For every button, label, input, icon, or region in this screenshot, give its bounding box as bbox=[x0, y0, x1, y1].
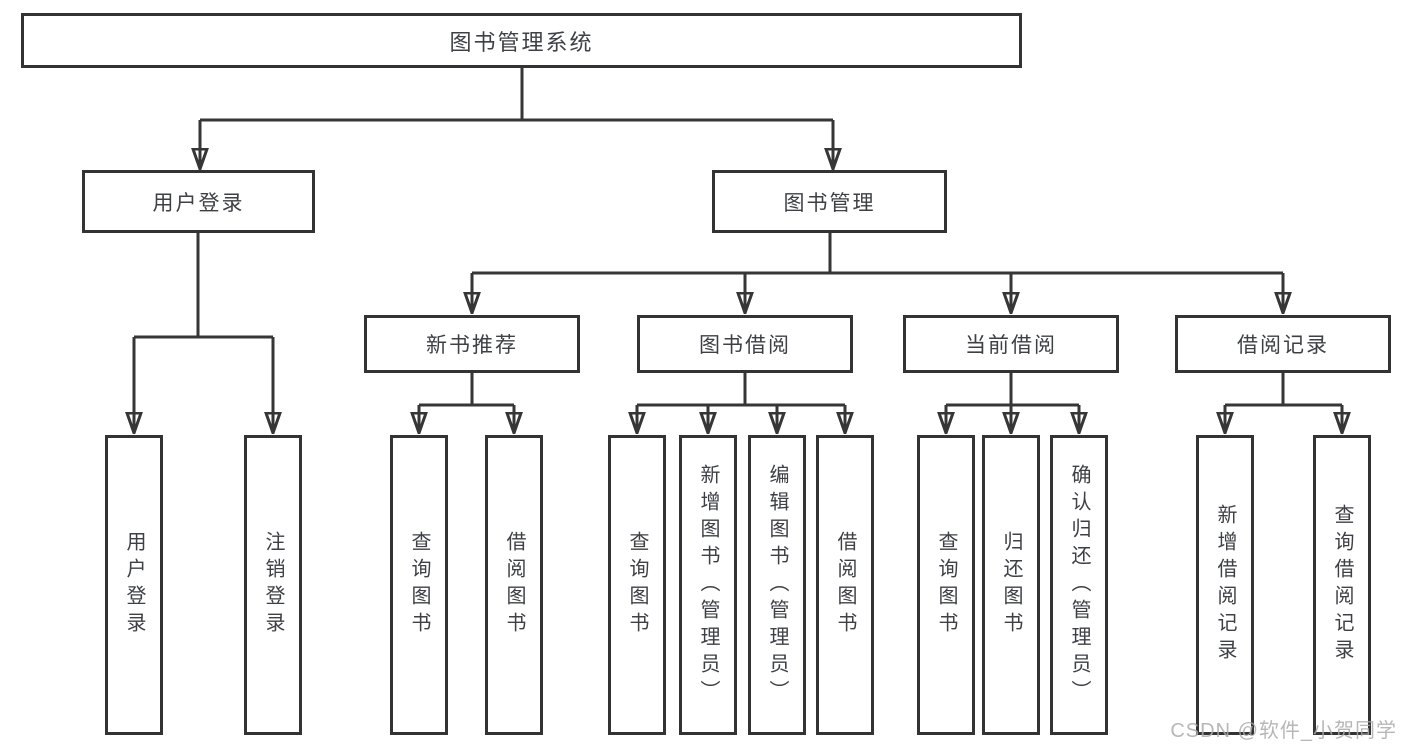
node-label: 新书推荐 bbox=[426, 334, 518, 357]
node-label: 查询图书 bbox=[935, 531, 957, 639]
node-label: 新增借阅记录 bbox=[1214, 504, 1236, 666]
leaf-logout: 注销登录 bbox=[244, 435, 302, 735]
node-root-library-system: 图书管理系统 bbox=[21, 13, 1022, 68]
leaf-borrow-books-recommend: 借阅图书 bbox=[485, 435, 543, 735]
leaf-user-login: 用户登录 bbox=[105, 435, 163, 735]
leaf-edit-books-admin: 编辑图书（管理员） bbox=[748, 435, 806, 735]
node-label: 借阅图书 bbox=[503, 531, 525, 639]
node-label: 图书管理 bbox=[783, 191, 876, 215]
leaf-add-borrow-record: 新增借阅记录 bbox=[1196, 435, 1254, 735]
csdn-watermark: CSDN @软件_小贺同学 bbox=[1170, 720, 1397, 742]
node-label: 归还图书 bbox=[1000, 531, 1022, 639]
node-label: 编辑图书（管理员） bbox=[766, 463, 788, 707]
node-borrow-records: 借阅记录 bbox=[1175, 315, 1391, 373]
node-label: 用户登录 bbox=[123, 531, 145, 639]
node-label: 图书借阅 bbox=[699, 334, 791, 357]
node-label: 注销登录 bbox=[262, 531, 284, 639]
leaf-query-books-borrowing: 查询图书 bbox=[608, 435, 666, 735]
node-label: 图书管理系统 bbox=[449, 29, 594, 55]
node-label: 用户登录 bbox=[152, 191, 245, 215]
node-label: 借阅记录 bbox=[1237, 334, 1329, 357]
leaf-query-books-recommend: 查询图书 bbox=[390, 435, 448, 735]
node-user-login: 用户登录 bbox=[82, 170, 315, 233]
node-label: 查询图书 bbox=[626, 531, 648, 639]
node-label: 确认归还（管理员） bbox=[1068, 463, 1090, 707]
node-label: 借阅图书 bbox=[834, 531, 856, 639]
node-book-management: 图书管理 bbox=[712, 170, 947, 233]
node-label: 查询借阅记录 bbox=[1331, 504, 1353, 666]
node-new-book-recommend: 新书推荐 bbox=[364, 315, 580, 373]
node-book-borrowing: 图书借阅 bbox=[637, 315, 853, 373]
node-label: 当前借阅 bbox=[965, 334, 1057, 357]
node-label: 查询图书 bbox=[408, 531, 430, 639]
leaf-query-borrow-record: 查询借阅记录 bbox=[1313, 435, 1371, 735]
leaf-add-books-admin: 新增图书（管理员） bbox=[679, 435, 737, 735]
node-label: 新增图书（管理员） bbox=[697, 463, 719, 707]
node-current-borrowing: 当前借阅 bbox=[903, 315, 1119, 373]
leaf-query-books-current: 查询图书 bbox=[917, 435, 975, 735]
leaf-confirm-return-admin: 确认归还（管理员） bbox=[1050, 435, 1108, 735]
leaf-borrow-books-borrowing: 借阅图书 bbox=[816, 435, 874, 735]
leaf-return-books: 归还图书 bbox=[982, 435, 1040, 735]
